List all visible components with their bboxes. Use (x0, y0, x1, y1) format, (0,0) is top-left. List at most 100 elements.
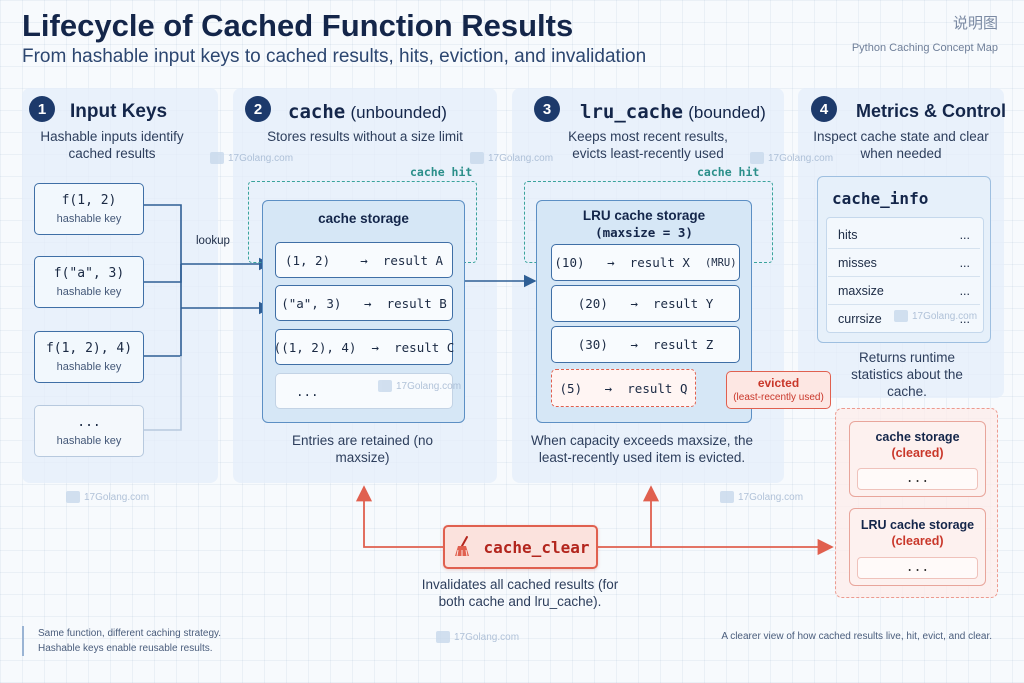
metric-row: hits... (828, 221, 980, 249)
lookup-bracket (144, 204, 182, 431)
panel-desc-metrics: Inspect cache state and clear when neede… (813, 129, 989, 161)
watermark-icon (720, 491, 734, 503)
watermark: 17Golang.com (894, 310, 977, 322)
watermark: 17Golang.com (378, 380, 461, 392)
footer-notes: Same function, different caching strateg… (22, 626, 221, 656)
key-call: f(1, 2) (61, 193, 117, 208)
mru-tag: (MRU) (704, 256, 737, 269)
panel-title-lru-cache: lru_cache (bounded) (580, 101, 766, 124)
entry-arrow: → (630, 337, 638, 352)
cleared-state: (cleared) (891, 446, 944, 460)
watermark-text: 17Golang.com (768, 152, 834, 164)
cache-caption: Entries are retained (no maxsize) (291, 433, 434, 465)
watermark: 17Golang.com (66, 491, 149, 503)
key-call: ... (77, 415, 101, 430)
entry-key: (5) (559, 380, 583, 396)
key-call: f("a", 3) (53, 266, 125, 281)
entry-key: (1, 2) (284, 252, 331, 268)
footer-line: Same function, different caching strateg… (38, 628, 222, 639)
cache-entry: ("a", 3) → result B (275, 285, 453, 321)
key-caption: hashable key (56, 361, 122, 373)
watermark-text: 17Golang.com (228, 152, 294, 164)
key-caption: hashable key (56, 213, 122, 225)
panel-title-metrics: Metrics & Control (856, 101, 1007, 121)
entry-key: (20) (577, 296, 608, 311)
watermark-icon (66, 491, 80, 503)
entry-value: result C (394, 339, 455, 355)
footer-tagline: A clearer view of how cached results liv… (721, 631, 992, 642)
evicted-sublabel: (least-recently used) (733, 392, 824, 403)
entry-arrow: → (630, 296, 638, 311)
title-note: (unbounded) (350, 103, 447, 122)
key-box: f(1, 2) hashable key (34, 183, 144, 235)
key-call: f(1, 2), 4) (45, 341, 133, 356)
metric-row: maxsize... (828, 277, 980, 305)
entry-key: (10) (554, 255, 585, 270)
cache-clear-button[interactable]: cache_clear (443, 525, 598, 569)
key-box-ellipsis: ... hashable key (34, 405, 144, 457)
panel-desc-lru-cache: Keeps most recent results, evicts least-… (568, 129, 728, 161)
watermark-text: 17Golang.com (454, 631, 520, 643)
metric-value: ... (959, 255, 970, 270)
entry-key: ("a", 3) (281, 295, 342, 311)
panel-title-input-keys: Input Keys (70, 101, 168, 122)
cache-entry-ellipsis: ... (275, 373, 453, 409)
metric-name: currsize (838, 312, 882, 326)
cache-hit-label: cache hit (410, 165, 473, 179)
page-subtitle: From hashable input keys to cached resul… (22, 46, 647, 67)
metric-value: ... (959, 312, 970, 326)
entry-arrow: → (371, 339, 380, 355)
corner-sublabel: Python Caching Concept Map (851, 42, 998, 54)
entry-value: result X (629, 255, 690, 270)
lru-caption: When capacity exceeds maxsize, the least… (530, 433, 754, 465)
metrics-caption: Returns runtime statistics about the cac… (851, 350, 963, 399)
watermark-icon (210, 152, 224, 164)
cleared-state: (cleared) (891, 534, 944, 548)
entry-value: result Y (653, 296, 714, 311)
key-box: f(1, 2), 4) hashable key (34, 331, 144, 383)
watermark-icon (436, 631, 450, 643)
entry-arrow: → (607, 255, 615, 270)
watermark-icon (750, 152, 764, 164)
metric-name: misses (838, 255, 877, 270)
entry-value: result B (386, 295, 447, 311)
lru-entry: (20) → result Y (551, 285, 740, 322)
metric-value: ... (959, 227, 970, 242)
cleared-title: cache storage (875, 430, 960, 444)
cleared-slot: ... (857, 468, 978, 490)
title-text: cache (288, 101, 346, 123)
cleared-slot: ... (857, 557, 978, 579)
key-box: f("a", 3) hashable key (34, 256, 144, 308)
watermark-text: 17Golang.com (84, 491, 150, 503)
cleared-cache-card: cache storage (cleared) ... (849, 421, 986, 497)
entry-key: (30) (577, 337, 608, 352)
watermark-text: 17Golang.com (488, 152, 554, 164)
key-caption: hashable key (56, 286, 122, 298)
watermark-icon (378, 380, 392, 392)
lru-entry: (10) → result X (MRU) (551, 244, 740, 281)
lookup-label: lookup (196, 235, 230, 247)
key-caption: hashable key (56, 435, 122, 447)
metric-name: hits (838, 227, 858, 242)
watermark-icon (894, 310, 908, 322)
clear-arrows (355, 485, 834, 556)
evicted-label: evicted (757, 376, 800, 390)
metric-row: currsize... (828, 305, 980, 333)
entry-value: result Z (653, 337, 714, 352)
panel-desc-input-keys: Hashable inputs identify cached results (40, 129, 184, 161)
entry-key: ((1, 2), 4) (273, 339, 357, 355)
cache-entry: (1, 2) → result A (275, 242, 453, 278)
cache-info-title: cache_info (832, 189, 929, 208)
watermark-text: 17Golang.com (912, 310, 978, 322)
step-number-2: 2 (245, 96, 271, 122)
cleared-title: LRU cache storage (860, 518, 975, 532)
step-number-3: 3 (534, 96, 560, 122)
panel-title-cache: cache (unbounded) (288, 101, 447, 124)
panel-desc-cache: Stores results without a size limit (267, 129, 463, 144)
watermark: 17Golang.com (210, 152, 293, 164)
corner-label: 说明图 (952, 14, 998, 32)
watermark-text: 17Golang.com (396, 380, 462, 392)
cache-clear-label: cache_clear (483, 537, 590, 557)
storage-maxsize: (maxsize = 3) (595, 225, 693, 240)
lru-cache-hit-label: cache hit (697, 165, 760, 179)
